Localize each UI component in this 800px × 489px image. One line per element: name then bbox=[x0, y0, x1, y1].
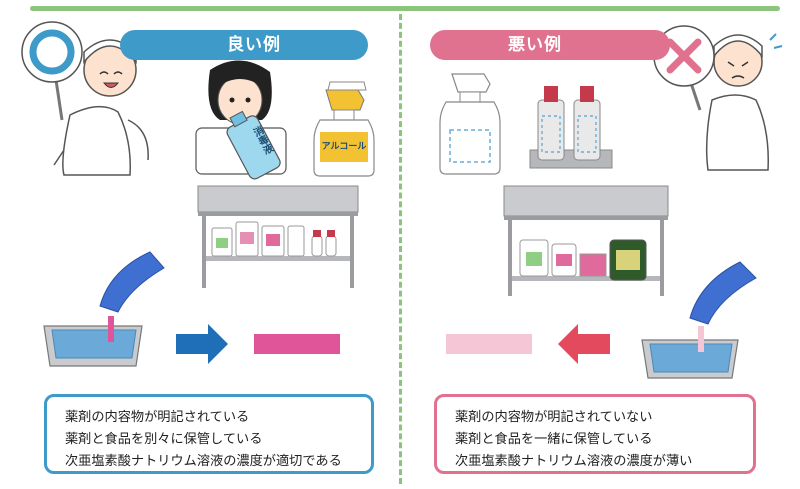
center-divider bbox=[399, 14, 402, 484]
good-test-tray bbox=[43, 251, 165, 367]
spray-label: アルコール bbox=[321, 142, 367, 152]
bad-caption-box: 薬剤の内容物が明記されていない 薬剤と食品を一緒に保管している 次亜塩素酸ナトリ… bbox=[434, 394, 756, 474]
bad-caption-1: 薬剤の内容物が明記されていない bbox=[455, 410, 653, 425]
bad-arrow bbox=[558, 324, 610, 364]
good-example-banner: 良い例 bbox=[120, 30, 368, 60]
bad-example-banner: 悪い例 bbox=[430, 30, 670, 60]
unlabeled-spray bbox=[439, 73, 501, 175]
unlabeled-bottles bbox=[529, 86, 613, 169]
top-rule bbox=[30, 6, 780, 11]
bad-strip bbox=[446, 334, 532, 354]
separate-storage-shelf bbox=[197, 185, 359, 288]
bad-test-tray bbox=[641, 261, 757, 379]
alcohol-spray bbox=[313, 81, 375, 177]
circle-icon bbox=[21, 21, 83, 83]
bad-caption-3: 次亜塩素酸ナトリウム溶液の濃度が薄い bbox=[455, 454, 693, 469]
good-arrow bbox=[176, 324, 228, 364]
good-worker bbox=[53, 39, 149, 176]
good-caption-2: 薬剤と食品を別々に保管している bbox=[65, 432, 263, 447]
good-caption-3: 次亜塩素酸ナトリウム溶液の濃度が適切である bbox=[65, 454, 342, 469]
good-caption-1: 薬剤の内容物が明記されている bbox=[65, 410, 250, 425]
labeling-woman bbox=[195, 60, 287, 180]
bad-caption-2: 薬剤と食品を一緒に保管している bbox=[455, 432, 653, 447]
good-caption-box: 薬剤の内容物が明記されている 薬剤と食品を別々に保管している 次亜塩素酸ナトリウ… bbox=[44, 394, 374, 474]
mixed-storage-shelf bbox=[503, 185, 669, 296]
good-strip bbox=[254, 334, 340, 354]
